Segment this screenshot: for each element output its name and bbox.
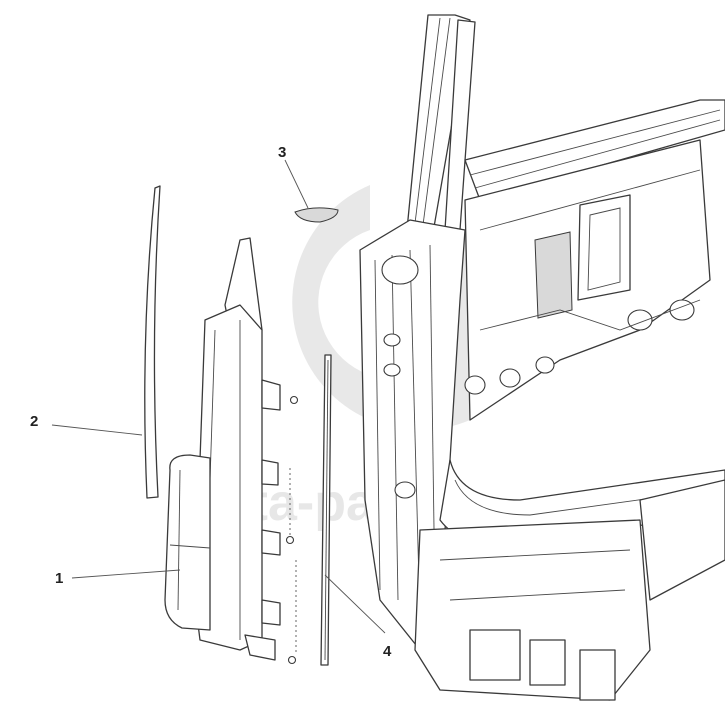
leader-lines xyxy=(51,159,386,634)
a-pillar-upper xyxy=(404,14,471,251)
door-frame-structure xyxy=(359,14,725,701)
leader-4 xyxy=(324,574,386,634)
clip-2 xyxy=(285,535,295,545)
callout-2: 2 xyxy=(30,413,38,430)
clip-1 xyxy=(289,395,299,405)
part-1-trim xyxy=(164,237,281,661)
fasteners xyxy=(285,395,299,665)
panel-window-opening xyxy=(577,194,631,301)
part-4-rod xyxy=(320,354,332,666)
callout-1: 1 xyxy=(55,570,63,587)
callout-4: 4 xyxy=(383,643,392,660)
part-2-strip xyxy=(144,185,161,499)
roof-rail xyxy=(464,99,725,201)
vertical-strip xyxy=(320,354,332,666)
leader-3 xyxy=(284,159,309,209)
part-3-seal xyxy=(294,207,339,223)
callout-labels: 1 2 3 4 xyxy=(30,144,392,660)
small-seal xyxy=(294,207,339,223)
callout-3: 3 xyxy=(278,144,286,161)
trim-lower-pocket xyxy=(164,454,211,631)
leader-2 xyxy=(51,424,143,436)
panel-bracket xyxy=(534,231,573,319)
leader-1 xyxy=(71,569,181,579)
clip-3 xyxy=(287,655,297,665)
curved-weatherstrip xyxy=(144,185,161,499)
